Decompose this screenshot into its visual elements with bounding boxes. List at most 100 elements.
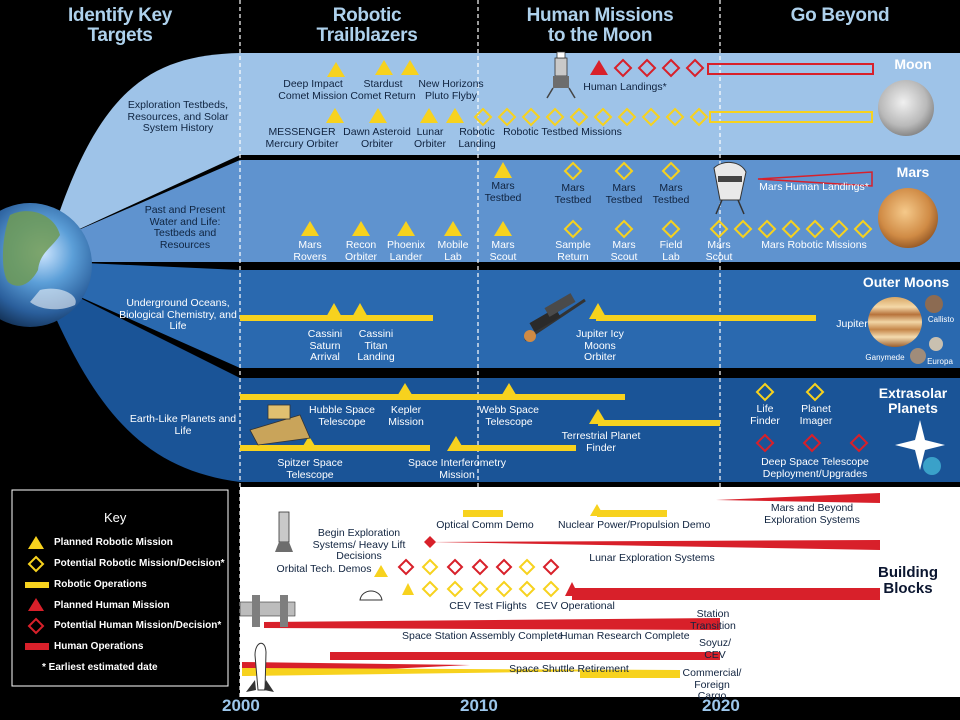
tri-lunar-orbiter xyxy=(420,108,438,123)
robotic-ops-jimo xyxy=(596,315,816,321)
iss-icon xyxy=(239,595,296,627)
robotic-ops-tpf xyxy=(598,420,720,426)
key-item-human-operations: Human Operations xyxy=(54,641,144,652)
diamonds-orbital xyxy=(397,558,560,576)
key-item-potential-human: Potential Human Mission/Decision* xyxy=(54,620,222,631)
tri-mars-scout-1 xyxy=(494,221,512,236)
diamonds-extrasolar-robotic xyxy=(755,382,825,402)
band-desc-extrasolar: Earth-Like Planets and Life xyxy=(129,413,237,437)
band-desc-moon: Exploration Testbeds, Resources, and Sol… xyxy=(127,99,229,134)
label-mars-rovers: Mars Rovers xyxy=(293,239,327,263)
label-soyuz: Soyuz/ CEV xyxy=(698,637,732,661)
key-item-earliest-date: * Earliest estimated date xyxy=(42,662,158,673)
label-mars-human-landings: Mars Human Landings* xyxy=(759,181,869,193)
label-dawn: Dawn Asteroid Orbiter xyxy=(343,126,411,150)
label-robotic-landing: Robotic Landing xyxy=(458,126,496,150)
funnel-moon xyxy=(55,53,240,238)
label-field-lab: Field Lab xyxy=(659,239,683,263)
tri-dawn xyxy=(369,108,387,123)
key-item-planned-robotic: Planned Robotic Mission xyxy=(54,537,173,548)
key-bar-robotic xyxy=(25,582,49,588)
label-lunar-orbiter: Lunar Orbiter xyxy=(413,126,447,150)
label-life-finder: Life Finder xyxy=(750,403,780,427)
bb-optical-comm-bar xyxy=(463,510,503,517)
label-station-assembly: Space Station Assembly Complete xyxy=(402,630,564,642)
robotic-ops-sim xyxy=(456,445,576,451)
label-stardust: Stardust Comet Return xyxy=(350,78,416,102)
key-item-planned-human: Planned Human Mission xyxy=(54,600,170,611)
band-title-mars: Mars xyxy=(896,164,930,180)
tri-jupiter-icy xyxy=(589,303,607,319)
label-cev-operational: CEV Operational xyxy=(536,600,615,612)
header-robotic-trailblazers: Robotic Trailblazers xyxy=(316,5,418,46)
label-tpf: Terrestrial Planet Finder xyxy=(561,430,641,454)
band-title-extrasolar: Extrasolar Planets xyxy=(878,385,948,416)
key-tri-robotic xyxy=(28,536,44,549)
ganymede-moon xyxy=(910,348,926,364)
shuttle-icon xyxy=(246,642,274,692)
diamonds-mars-robotic xyxy=(563,219,873,239)
label-cev-test: CEV Test Flights xyxy=(449,600,527,612)
building-blocks-title: Building Blocks xyxy=(878,564,938,597)
label-lunar-exploration: Lunar Exploration Systems xyxy=(589,552,715,564)
bb-lunar-exploration xyxy=(430,540,880,550)
tri-cassini-saturn xyxy=(325,303,343,319)
heavy-lift-icon xyxy=(275,511,293,552)
tri-new-horizons xyxy=(401,60,419,75)
bb-soyuz-bar xyxy=(330,652,720,660)
label-mobile-lab: Mobile Lab xyxy=(437,239,469,263)
header-human-missions: Human Missions to the Moon xyxy=(526,5,674,46)
callisto-moon xyxy=(925,295,943,313)
tri-webb xyxy=(500,383,518,398)
year-2000: 2000 xyxy=(222,696,260,715)
label-station-transition: Station Transition xyxy=(690,608,736,632)
diamonds-deep-space xyxy=(755,433,869,453)
robotic-ops-hubble xyxy=(240,394,508,400)
spacecraft-jimo-icon xyxy=(524,293,586,342)
label-mars-beyond-systems: Mars and Beyond Exploration Systems xyxy=(764,502,860,526)
robotic-ops-moon xyxy=(709,111,873,123)
label-mars-testbed-1: Mars Testbed xyxy=(484,180,522,204)
label-spitzer: Spitzer Space Telescope xyxy=(277,457,343,481)
tri-cassini-titan xyxy=(351,303,369,319)
label-planet-imager: Planet Imager xyxy=(799,403,833,427)
earth-cloud xyxy=(30,288,76,310)
label-deep-space: Deep Space Telescope Deployment/Upgrades xyxy=(761,456,869,480)
label-robotic-testbed: Robotic Testbed Missions xyxy=(503,126,622,138)
label-mars-scout-1: Mars Scout xyxy=(489,239,517,263)
label-mars-testbed-2: Mars Testbed xyxy=(554,182,592,206)
label-jupiter: Jupiter xyxy=(836,318,868,330)
label-mars-scout-2: Mars Scout xyxy=(610,239,638,263)
band-title-outer: Outer Moons xyxy=(862,274,950,290)
tri-kepler xyxy=(396,383,414,398)
label-begin-exploration: Begin Exploration Systems/ Heavy Lift De… xyxy=(312,527,406,562)
label-human-research: Human Research Complete xyxy=(560,630,690,642)
moon-planet xyxy=(878,80,934,136)
tri-mars-testbed-1 xyxy=(494,162,512,178)
tri-nuclear xyxy=(590,504,604,516)
label-orbital-tech: Orbital Tech. Demos xyxy=(276,563,372,575)
earth-continent xyxy=(2,211,61,286)
band-desc-mars: Past and Present Water and Life: Testbed… xyxy=(144,204,226,251)
band-mars xyxy=(240,160,960,262)
key-diamond-robotic xyxy=(27,555,45,573)
bb-cev-operational-bar xyxy=(572,588,880,600)
key-bar-human xyxy=(25,643,49,650)
label-webb: Webb Space Telescope xyxy=(479,404,539,428)
bb-station-assembly xyxy=(264,618,720,630)
label-sample-return: Sample Return xyxy=(555,239,591,263)
bb-commercial-bar xyxy=(580,670,680,678)
key-title: Key xyxy=(104,510,127,525)
label-mars-testbed-3: Mars Testbed xyxy=(605,182,643,206)
lander-icon xyxy=(546,51,576,99)
key-tri-human xyxy=(28,598,44,611)
header-identify-targets: Identify Key Targets xyxy=(67,5,173,46)
label-europa: Europa xyxy=(927,357,953,366)
header-go-beyond: Go Beyond xyxy=(790,5,890,26)
mars-human-ops xyxy=(757,171,873,187)
label-shuttle-retirement: Space Shuttle Retirement xyxy=(509,663,629,675)
tri-deep-impact xyxy=(327,62,345,77)
mars-planet xyxy=(878,188,938,248)
diamonds-robotic-moon xyxy=(473,107,709,127)
